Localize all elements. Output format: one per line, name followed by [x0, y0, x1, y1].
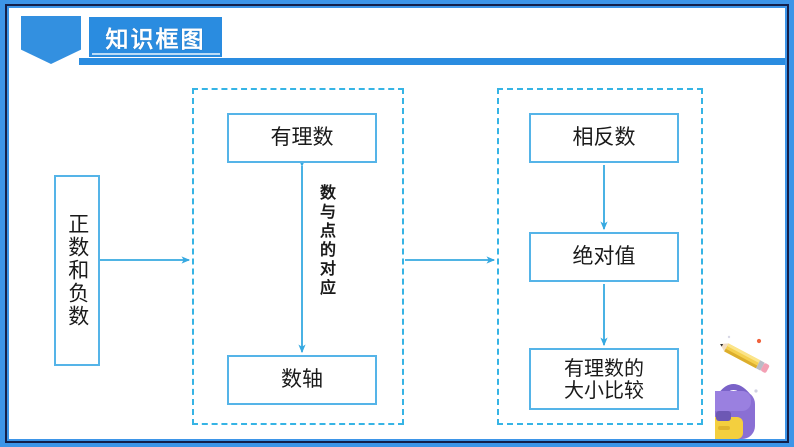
sparkle-dot-icon: [754, 389, 758, 393]
backpack-icon: [715, 384, 755, 439]
node-number-axis[interactable]: 数轴: [227, 355, 377, 405]
slide-inner-frame: [5, 4, 789, 443]
decoration-group: [715, 335, 770, 439]
title-underline: [92, 53, 220, 55]
page-title: 知识框图: [105, 27, 206, 53]
group-container-middle: [192, 88, 404, 425]
header-divider: [79, 58, 785, 65]
node-compare-rational-numbers[interactable]: 有理数的 大小比较: [529, 348, 679, 410]
pencil-icon: [720, 343, 770, 373]
sparkle-dot-icon: [756, 338, 762, 344]
pennant-icon: [21, 16, 81, 64]
group-container-right: [497, 88, 703, 425]
node-positive-negative-numbers[interactable]: 正数和负数: [54, 175, 100, 366]
node-rational-numbers[interactable]: 有理数: [227, 113, 377, 163]
node-opposite-number[interactable]: 相反数: [529, 113, 679, 163]
node-absolute-value[interactable]: 绝对值: [529, 232, 679, 282]
sparkle-dot-icon: [727, 335, 731, 339]
edge-label-number-point-correspondence: 数与点的对应: [317, 184, 336, 298]
slide-canvas: 知识框图 正数和负数 有理数: [9, 8, 785, 439]
page-title-chip: 知识框图: [89, 17, 222, 57]
